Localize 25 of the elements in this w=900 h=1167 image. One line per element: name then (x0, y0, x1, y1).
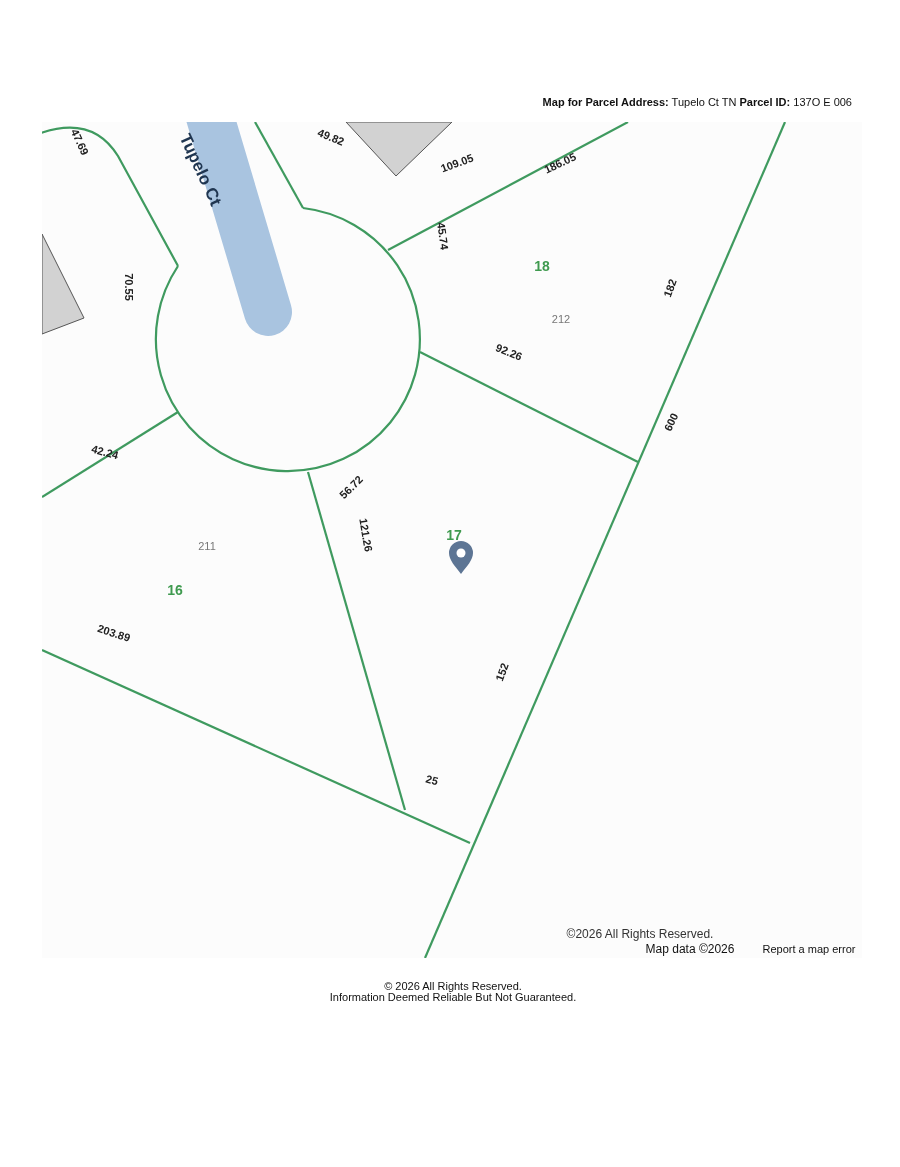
lot-number: 18 (534, 258, 550, 274)
dimension-label: 182 (661, 277, 679, 299)
dimension-label: 70.55 (123, 273, 135, 301)
dimension-label: 203.89 (96, 622, 132, 644)
disclaimer-text: © 2026 All Rights Reserved. (384, 980, 522, 992)
house-number: 211 (198, 540, 216, 552)
dimension-label: 600 (661, 411, 681, 433)
dimension-label: 152 (493, 661, 511, 683)
report-link: Report a map error (762, 943, 856, 955)
dimension-label: 92.26 (494, 341, 524, 363)
house-number: 212 (551, 313, 571, 325)
dimension-label: 42.24 (90, 442, 120, 462)
copyright-notice: ©2026 All Rights Reserved. (566, 927, 714, 941)
dimension-label: 49.82 (316, 126, 346, 148)
lot-number: 16 (167, 582, 183, 598)
map-data-credit: Map data ©2026 (645, 942, 735, 956)
lot-number: 17 (446, 527, 462, 543)
dimension-label: 45.74 (435, 221, 451, 251)
disclaimer-text: Information Deemed Reliable But Not Guaranteed. (329, 991, 577, 1003)
dimension-label: 47.69 (68, 127, 92, 157)
dimension-label: 121.26 (357, 517, 375, 553)
parcel-address-heading: Map for Parcel Address: Tupelo Ct TN Parcel ID: 137O E 006 (542, 96, 852, 108)
street-name: Tupelo Ct (174, 130, 226, 210)
dimension-label: 109.05 (439, 151, 475, 175)
dimension-label: 25 (424, 772, 440, 788)
